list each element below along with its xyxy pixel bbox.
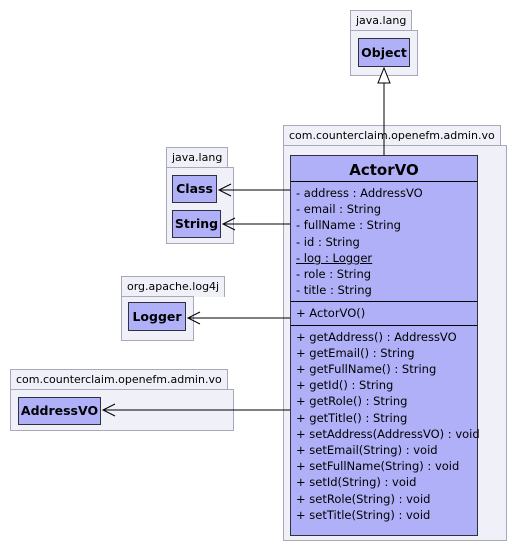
- method: + setFullName(String) : void: [296, 459, 460, 474]
- constructors-compartment: + ActorVO(): [291, 302, 477, 326]
- method: + getEmail() : String: [296, 345, 415, 360]
- class-address-vo[interactable]: AddressVO: [18, 397, 101, 425]
- arrowhead-class: [217, 183, 232, 197]
- package-tab-log4j: org.apache.log4j: [121, 276, 226, 297]
- method: + setRole(String) : void: [296, 491, 431, 506]
- attribute: - address : AddressVO: [296, 186, 423, 200]
- method: + setId(String) : void: [296, 475, 417, 490]
- attribute: - role : String: [296, 267, 372, 282]
- constructor: + ActorVO(): [296, 306, 366, 321]
- method: + setTitle(String) : void: [296, 507, 431, 522]
- attribute: - log : Logger: [296, 250, 373, 265]
- package-tab-java-lang-top: java.lang: [350, 10, 413, 31]
- arrowhead-logger: [186, 311, 201, 325]
- method: + getRole() : String: [296, 394, 408, 409]
- attribute: - fullName : String: [296, 218, 401, 233]
- class-class[interactable]: Class: [172, 175, 217, 203]
- method: + getAddress() : AddressVO: [296, 329, 457, 344]
- attributes-compartment: - address : AddressVO - email : String- f…: [291, 182, 477, 303]
- package-tab-java-lang-mid: java.lang: [166, 147, 229, 168]
- package-tab-admin-vo-main: com.counterclaim.openefm.admin.vo: [283, 125, 501, 146]
- arrowhead-address-vo: [101, 403, 116, 417]
- arrowhead-string: [221, 217, 236, 231]
- method: + getTitle() : String: [296, 410, 408, 425]
- generalization-arrowhead: [377, 66, 391, 84]
- method: + getId() : String: [296, 378, 394, 393]
- class-actor-vo[interactable]: ActorVO - address : AddressVO - email : S…: [290, 155, 480, 536]
- attribute: - id : String: [296, 234, 360, 249]
- package-tab-admin-vo-left: com.counterclaim.openefm.admin.vo: [10, 369, 228, 390]
- attribute: - email : String: [296, 202, 382, 217]
- method: + setAddress(AddressVO) : void: [296, 426, 480, 441]
- class-string[interactable]: String: [172, 210, 221, 238]
- class-actor-vo-name: ActorVO: [291, 156, 477, 182]
- attribute: - title : String: [296, 283, 372, 298]
- class-logger[interactable]: Logger: [128, 302, 186, 331]
- method: + getFullName() : String: [296, 362, 437, 377]
- method: + setEmail(String) : void: [296, 443, 438, 458]
- class-object[interactable]: Object: [358, 38, 410, 67]
- methods-compartment: + getAddress() : AddressVO+ getEmail() :…: [291, 326, 480, 523]
